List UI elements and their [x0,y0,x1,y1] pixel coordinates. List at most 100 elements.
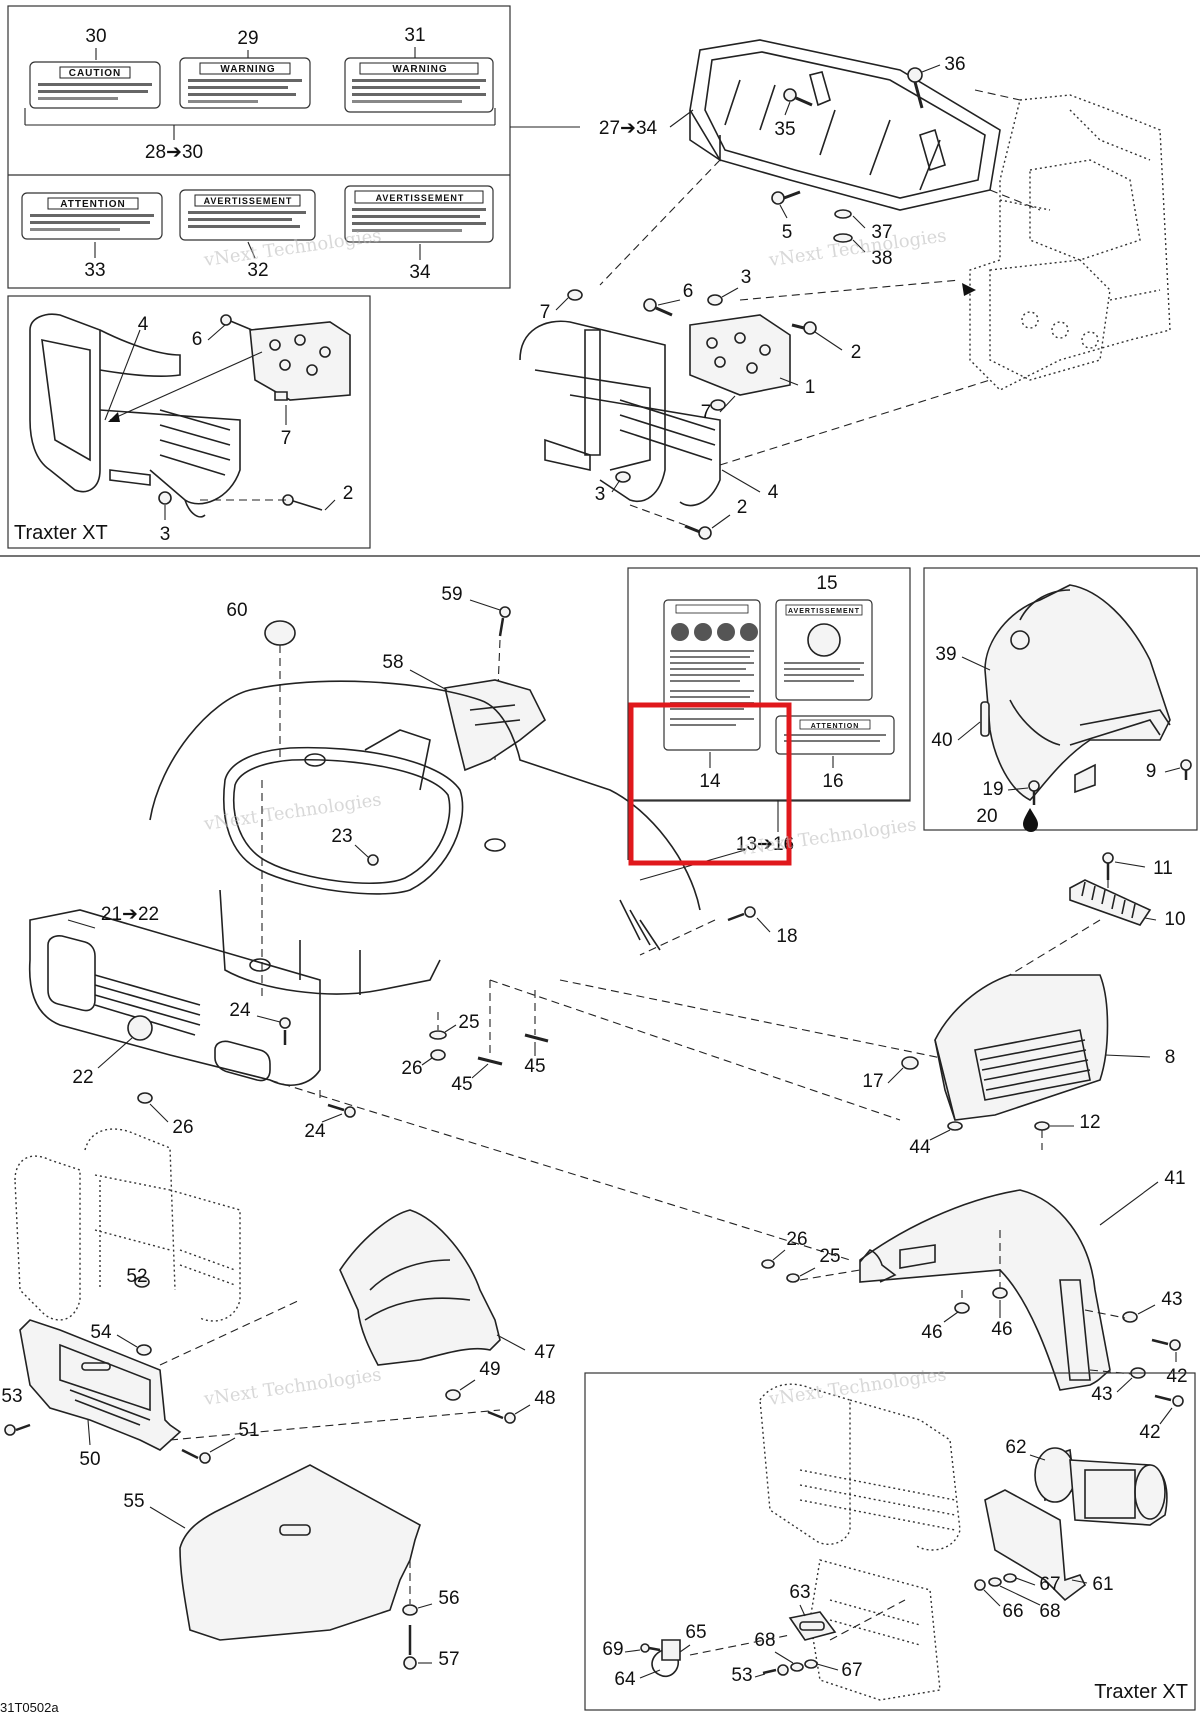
callout-14: 14 [699,771,721,792]
callout-17: 17 [862,1071,883,1092]
callout-6-main: 6 [683,281,694,302]
callout-54: 54 [90,1322,112,1343]
callout-7-main-a: 7 [540,302,551,323]
decal-15: AVERTISSEMENT [775,599,873,701]
callout-66: 66 [1002,1601,1023,1622]
plate-55: 55 56 57 [123,1464,460,1670]
callout-53-b: 53 [731,1665,752,1686]
decal-attention-text-16: ATTENTION [811,723,860,730]
watermark-3: vNext Technologies [202,789,383,835]
callout-13-16: 13➔16 [736,834,794,855]
watermark-1: vNext Technologies [202,225,383,271]
callout-32: 32 [247,260,268,281]
callout-34: 34 [409,262,431,283]
callout-26-b: 26 [172,1117,193,1138]
model-label-bottom: Traxter XT [1094,1681,1188,1703]
rack-assembly: 36 35 5 37 38 27➔34 [519,39,1171,540]
callout-15: 15 [816,573,837,594]
decal-warning-text-31: WARNING [392,64,447,75]
decal-29: WARNING [179,57,311,109]
callout-50: 50 [79,1449,100,1470]
callout-45-b: 45 [524,1056,545,1077]
callout-21-22: 21➔22 [101,904,159,925]
decal-30: CAUTION [29,61,161,109]
callout-51: 51 [238,1420,259,1441]
callout-68-a: 68 [1039,1601,1060,1622]
callout-24-a: 24 [229,1000,251,1021]
callout-3-inset: 3 [160,524,171,545]
mud-flap: 47 49 48 [339,1209,556,1424]
watermark-5: vNext Technologies [202,1364,383,1410]
callout-42-a: 42 [1166,1366,1187,1387]
decal-32: AVERTISSEMENT [179,189,316,241]
callout-63: 63 [789,1582,810,1603]
callout-23: 23 [331,826,352,847]
rear-fender: 41 26 25 46 46 43 42 43 42 [761,1168,1188,1443]
side-panel-inset: 39 40 9 19 20 [923,567,1198,832]
callout-29: 29 [237,28,258,49]
decal-caution-text: CAUTION [69,68,122,79]
callout-43-a: 43 [1161,1289,1182,1310]
callout-64: 64 [614,1669,636,1690]
callout-20: 20 [976,806,997,827]
decal-avertissement-text-32: AVERTISSEMENT [204,196,293,206]
callout-38: 38 [871,248,892,269]
callout-24-b: 24 [304,1121,326,1142]
watermark-4: vNext Technologies [737,814,918,860]
callout-40: 40 [931,730,952,751]
callout-8: 8 [1165,1047,1176,1068]
callout-42-b: 42 [1139,1422,1160,1443]
callout-5: 5 [782,222,793,243]
callout-2-inset: 2 [343,483,354,504]
callout-10: 10 [1164,909,1185,930]
callout-19: 19 [982,779,1003,800]
callout-22: 22 [72,1067,93,1088]
decal-14 [663,599,761,751]
callout-59: 59 [441,584,462,605]
callout-61: 61 [1092,1574,1113,1595]
callout-49: 49 [479,1359,500,1380]
callout-43-b: 43 [1091,1384,1112,1405]
callout-26-a: 26 [401,1058,422,1079]
footrest-assembly: 11 10 8 17 12 44 [862,852,1186,1158]
callout-55: 55 [123,1491,144,1512]
callout-37: 37 [871,222,892,243]
callout-44: 44 [909,1137,931,1158]
decal-avertissement-text-15: AVERTISSEMENT [788,608,860,615]
callout-60: 60 [226,600,247,621]
callout-7-inset: 7 [281,428,292,449]
callout-31: 31 [404,25,425,46]
callout-18: 18 [776,926,797,947]
decal-avertissement-text-34: AVERTISSEMENT [376,193,465,203]
traxter-inset-top: 4 6 7 2 3 Traxter XT [7,295,371,549]
callout-52: 52 [126,1266,147,1287]
callout-26-c: 26 [786,1229,807,1250]
callout-27-34: 27➔34 [599,118,658,139]
callout-46-a: 46 [921,1322,942,1343]
callout-4-inset: 4 [138,314,149,335]
callout-16: 16 [822,771,843,792]
callout-68-b: 68 [754,1630,775,1651]
callout-12: 12 [1079,1112,1100,1133]
callout-25-a: 25 [458,1012,479,1033]
watermark-6: vNext Technologies [767,1364,948,1410]
callout-67-b: 67 [841,1660,862,1681]
callout-48: 48 [534,1388,555,1409]
decal-attention-text: ATTENTION [60,199,125,210]
callout-58: 58 [382,652,403,673]
watermark-2: vNext Technologies [767,225,948,271]
watermarks: vNext Technologies vNext Technologies vN… [202,225,948,1410]
highlight-box [628,702,792,866]
callout-2-main-a: 2 [851,342,862,363]
callout-69: 69 [602,1639,623,1660]
decal-34: AVERTISSEMENT [344,185,494,243]
callout-36: 36 [944,54,965,75]
callout-53-left: 53 [1,1386,22,1407]
model-label-top: Traxter XT [14,522,108,544]
callout-45-a: 45 [451,1074,472,1095]
callout-3-main-a: 3 [741,267,752,288]
callout-30: 30 [85,26,106,47]
callout-4-main: 4 [768,482,779,503]
callout-46-b: 46 [991,1319,1012,1340]
